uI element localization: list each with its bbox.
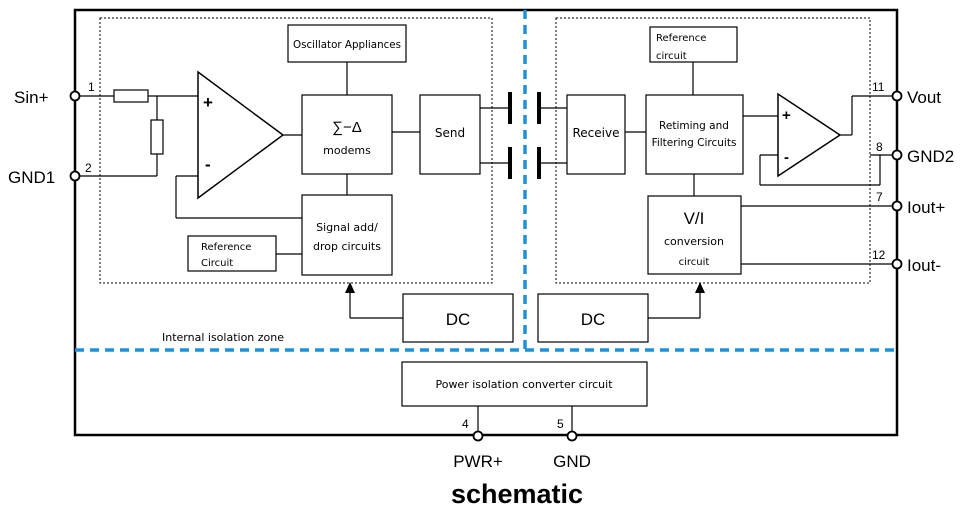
vi-conversion-label-line2: circuit (679, 257, 710, 268)
dc-left-block (402, 293, 514, 343)
signal-add-drop-label-line1: Signal add/ (316, 221, 378, 234)
pin-vout-label: Vout (907, 88, 941, 107)
schematic-caption: schematic (451, 479, 583, 509)
pin-sin-plus-terminal (69, 90, 81, 102)
retiming-filtering-label-line2: Filtering Circuits (652, 137, 737, 149)
pin-iout-plus-number: 7 (876, 190, 883, 204)
sigma-delta-symbol: ∑−Δ (332, 119, 361, 136)
output-side-region (555, 17, 871, 284)
vi-conversion-block (647, 195, 742, 275)
pin-sin-plus-number: 1 (88, 80, 95, 94)
reference-circuit-right-block (649, 26, 738, 63)
sigma-delta-modem-block (301, 94, 393, 175)
power-isolation-converter-block (401, 361, 648, 407)
pin-iout-minus-number: 12 (872, 248, 886, 262)
send-block (419, 94, 481, 175)
pin-gnd-number: 5 (557, 417, 564, 431)
module-outline (73, 8, 899, 437)
internal-isolation-zone-label: Internal isolation zone (162, 331, 284, 344)
pin-gnd1-number: 2 (85, 161, 92, 175)
signal-add-drop-block (301, 194, 393, 276)
reference-circuit-left-line1: Reference (201, 242, 251, 253)
retiming-filtering-label-line1: Retiming and (659, 120, 729, 132)
opamp-plus-sign: + (782, 107, 791, 124)
reference-circuit-right-line1: Reference (656, 33, 706, 44)
power-isolation-converter-label: Power isolation converter circuit (435, 378, 613, 391)
arrow-head (345, 282, 355, 293)
opamp-minus-sign: - (205, 155, 211, 174)
input-resistor (113, 89, 149, 103)
vi-conversion-symbol: V/I (684, 209, 705, 228)
receive-label: Receive (573, 126, 620, 140)
opamp-plus-sign: + (203, 93, 213, 112)
receive-block (566, 94, 626, 175)
arrow-head (695, 282, 705, 293)
pin-iout-plus-terminal (891, 200, 903, 212)
pin-iout-minus-label: Iout- (907, 256, 941, 275)
pin-gnd-terminal (566, 430, 578, 442)
opamp-minus-sign: - (784, 149, 789, 166)
vi-conversion-label-line1: conversion (664, 235, 724, 248)
pin-gnd2-label: GND2 (907, 147, 954, 166)
input-side-region (99, 17, 493, 284)
reference-circuit-left-line2: Circuit (201, 258, 233, 269)
oscillator-appliances-block (287, 24, 407, 63)
reference-circuit-left-block (187, 235, 277, 272)
sigma-delta-label: modems (323, 144, 371, 157)
input-opamp (197, 70, 285, 200)
pin-gnd-label: GND (553, 452, 591, 471)
pin-pwr-plus-number: 4 (462, 417, 469, 431)
send-label: Send (435, 126, 465, 140)
dc-left-label: DC (446, 310, 471, 329)
shunt-resistor (150, 119, 164, 155)
pin-sin-plus-label: Sin+ (14, 88, 49, 107)
retiming-filtering-block (645, 94, 744, 175)
pin-gnd2-terminal (891, 149, 903, 161)
dc-right-block (537, 293, 649, 343)
pin-vout-number: 11 (872, 80, 885, 94)
pin-gnd2-number: 8 (876, 140, 883, 154)
pin-gnd1-terminal (69, 170, 81, 182)
reference-circuit-right-line2: circuit (656, 51, 687, 62)
pin-pwr-plus-label: PWR+ (453, 452, 503, 471)
pin-iout-minus-terminal (891, 258, 903, 270)
pin-pwr-plus-terminal (472, 430, 484, 442)
pin-iout-plus-label: Iout+ (907, 198, 945, 217)
signal-add-drop-label-line2: drop circuits (313, 240, 381, 253)
dc-right-label: DC (581, 310, 606, 329)
pin-gnd1-label: GND1 (8, 168, 55, 187)
pin-vout-terminal (891, 90, 903, 102)
oscillator-appliances-label: Oscillator Appliances (293, 38, 401, 51)
output-opamp (777, 92, 842, 178)
